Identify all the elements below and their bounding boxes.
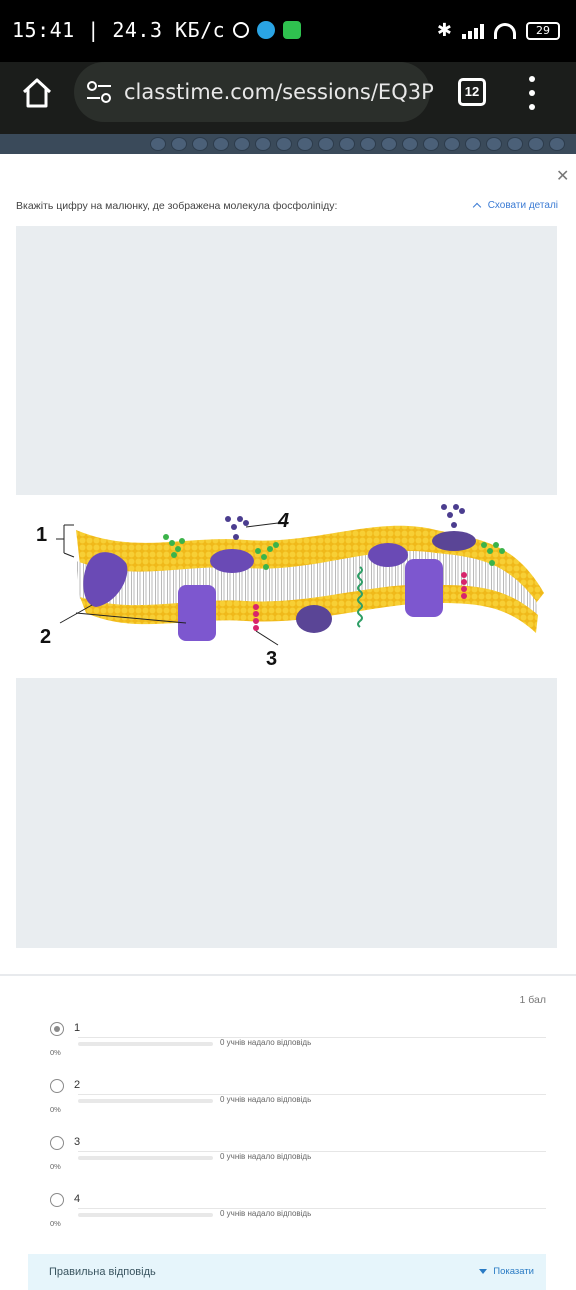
- background-dots: [150, 137, 565, 151]
- alpha-helix: [357, 566, 363, 628]
- answer-count: 0 учнів надало відповідь: [220, 1038, 312, 1047]
- points-label: 1 бал: [519, 994, 547, 1006]
- membrane-protein: [368, 543, 408, 567]
- site-settings-icon[interactable]: [86, 80, 112, 104]
- option-label: 2: [74, 1079, 81, 1091]
- question-text: Вкажіть цифру на малюнку, де зображена м…: [16, 200, 338, 212]
- figure-label: 3: [266, 648, 277, 670]
- membrane-protein: [432, 531, 476, 551]
- radio-button[interactable]: [50, 1022, 64, 1036]
- answer-option[interactable]: 1 0 учнів надало відповідь 0%: [48, 1022, 546, 1072]
- divider: [0, 974, 576, 976]
- answer-count: 0 учнів надало відповідь: [220, 1095, 312, 1104]
- cholesterol-molecule: [253, 572, 467, 631]
- figure-label: 2: [40, 626, 51, 648]
- status-right: ✱ 29: [437, 20, 560, 41]
- alarm-icon: [233, 22, 250, 38]
- option-label: 1: [74, 1022, 81, 1034]
- address-bar[interactable]: classtime.com/sessions/EQ3P: [74, 62, 434, 122]
- telegram-icon: [257, 21, 276, 39]
- status-bar: 15:41 | 24.3 КБ/с ✱ 29: [0, 0, 576, 62]
- option-divider: [78, 1151, 546, 1152]
- hide-details-button[interactable]: Сховати деталі: [472, 200, 558, 212]
- show-answer-button[interactable]: Показати: [479, 1266, 534, 1277]
- figure-label: 1: [36, 524, 47, 546]
- status-time-speed: 15:41 | 24.3 КБ/с: [12, 18, 226, 42]
- signal-icon: [462, 23, 484, 39]
- cell-membrane-figure: 1 2 3 4: [36, 504, 544, 670]
- close-icon[interactable]: ✕: [556, 168, 570, 185]
- radio-button[interactable]: [50, 1079, 64, 1093]
- answer-percent: 0%: [50, 1048, 61, 1057]
- status-left: 15:41 | 24.3 КБ/с: [12, 18, 302, 42]
- option-label: 4: [74, 1193, 81, 1205]
- tabs-icon[interactable]: 12: [458, 78, 486, 106]
- option-divider: [78, 1208, 546, 1209]
- progress-bar: [78, 1156, 213, 1160]
- caret-down-icon: [479, 1269, 488, 1274]
- progress-bar: [78, 1042, 213, 1046]
- answer-option[interactable]: 4 0 учнів надало відповідь 0%: [48, 1193, 546, 1243]
- answer-count: 0 учнів надало відповідь: [220, 1152, 312, 1161]
- answer-option[interactable]: 2 0 учнів надало відповідь 0%: [48, 1079, 546, 1129]
- label-2-line: [59, 604, 93, 624]
- bluetooth-icon: ✱: [436, 20, 452, 40]
- radio-button[interactable]: [50, 1136, 64, 1150]
- battery-icon: 29: [526, 21, 560, 40]
- background-page-strip: [0, 134, 576, 154]
- chevron-up-icon: [472, 202, 481, 212]
- membrane-protein: [296, 605, 332, 633]
- membrane-top-heads: [76, 525, 544, 603]
- label-4-line: [245, 522, 279, 528]
- membrane-protein: [178, 585, 216, 641]
- show-label: Показати: [493, 1266, 534, 1277]
- question-modal: ✕ Вкажіть цифру на малюнку, де зображена…: [0, 154, 576, 1290]
- figure-label: 4: [277, 510, 289, 532]
- glycoprotein-purple: [225, 504, 465, 540]
- answer-count: 0 учнів надало відповідь: [220, 1209, 312, 1218]
- hide-details-label: Сховати деталі: [487, 200, 558, 211]
- home-icon[interactable]: [20, 76, 54, 110]
- option-divider: [78, 1037, 546, 1038]
- correct-answer-label: Правильна відповідь: [49, 1266, 156, 1278]
- radio-button[interactable]: [50, 1193, 64, 1207]
- glycoprotein-green: [163, 534, 505, 570]
- answer-percent: 0%: [50, 1162, 61, 1171]
- wifi-icon: [494, 22, 516, 39]
- label-1-bracket: [56, 524, 75, 558]
- more-icon[interactable]: [526, 76, 538, 110]
- progress-bar: [78, 1099, 213, 1103]
- label-3-line: [255, 630, 279, 646]
- question-image-frame: 1 2 3 4: [16, 226, 557, 948]
- answer-percent: 0%: [50, 1219, 61, 1228]
- label-2-line: [75, 612, 187, 624]
- membrane-protein: [210, 549, 254, 573]
- url-text[interactable]: classtime.com/sessions/EQ3P: [124, 80, 434, 104]
- answer-percent: 0%: [50, 1105, 61, 1114]
- membrane-protein: [405, 559, 443, 617]
- membrane-protein: [83, 552, 128, 607]
- option-divider: [78, 1094, 546, 1095]
- answer-option[interactable]: 3 0 учнів надало відповідь 0%: [48, 1136, 546, 1186]
- progress-bar: [78, 1213, 213, 1217]
- browser-toolbar: classtime.com/sessions/EQ3P 12: [0, 62, 576, 134]
- option-label: 3: [74, 1136, 81, 1148]
- walk-icon: [283, 21, 302, 39]
- correct-answer-panel: Правильна відповідь Показати: [28, 1254, 546, 1290]
